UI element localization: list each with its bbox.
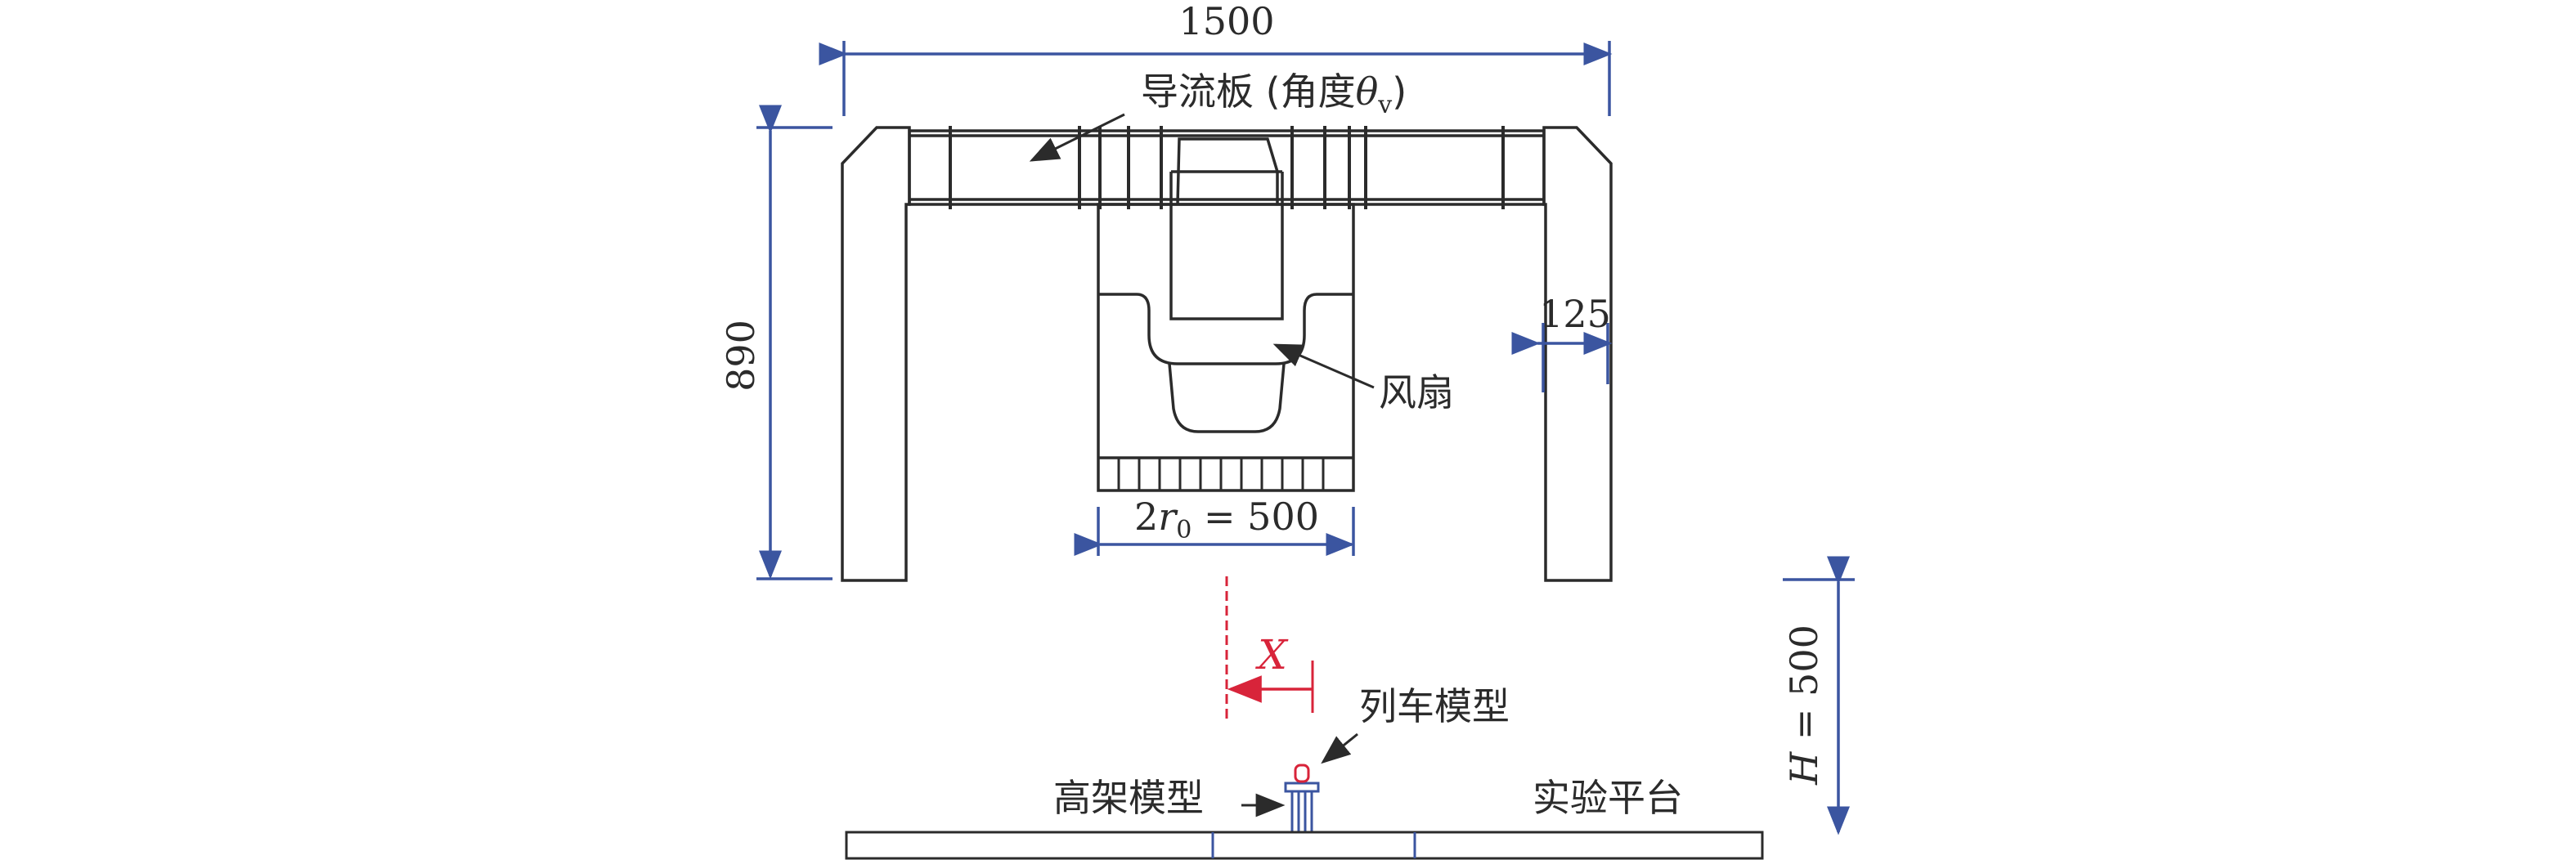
offset-indicator bbox=[1225, 576, 1314, 719]
fan-pointer bbox=[1272, 343, 1375, 389]
offset-label: X bbox=[1254, 631, 1289, 679]
fan-label: 风扇 bbox=[1379, 370, 1454, 414]
train-model-pointer bbox=[1321, 732, 1358, 764]
train-model-label: 列车模型 bbox=[1359, 684, 1510, 728]
left-leg bbox=[841, 126, 911, 582]
height-label: 890 bbox=[719, 320, 763, 392]
guide-plate-pointer bbox=[1029, 113, 1125, 162]
fan-housing bbox=[1097, 137, 1355, 492]
overall-width-label: 1500 bbox=[1178, 0, 1274, 43]
elevated-model-label: 高架模型 bbox=[1053, 776, 1204, 820]
right-leg bbox=[1542, 126, 1613, 582]
elevated-model bbox=[1284, 782, 1320, 832]
dimension-lines bbox=[756, 41, 1855, 835]
fan-grill bbox=[1117, 458, 1325, 490]
leader-arrows bbox=[1029, 113, 1375, 817]
test-platform-label: 实验平台 bbox=[1533, 776, 1683, 820]
wall-thickness-label: 125 bbox=[1539, 292, 1611, 336]
nozzle-dimension-label: 2r0 = 500 bbox=[1134, 495, 1319, 544]
platform-height-label: H = 500 bbox=[1782, 625, 1826, 786]
train-model bbox=[1294, 764, 1310, 783]
test-platform bbox=[845, 831, 1764, 860]
guide-plate-beam bbox=[908, 129, 1546, 206]
guide-plate-slats bbox=[949, 126, 1505, 209]
fan-body bbox=[1168, 363, 1286, 433]
guide-plate-label: 导流板 (角度θv) bbox=[1141, 69, 1407, 119]
